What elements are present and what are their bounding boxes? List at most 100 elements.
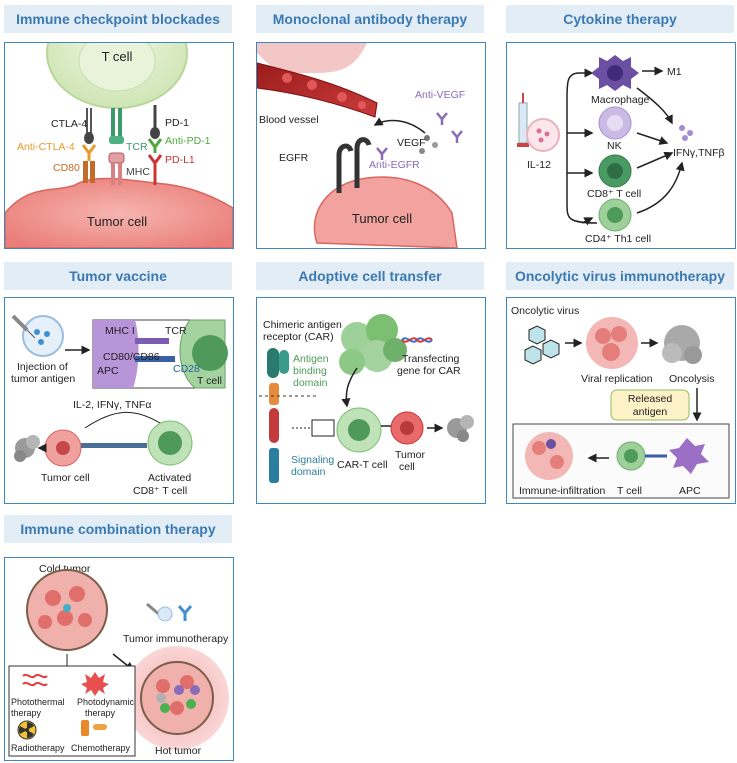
bracket-branch [566, 72, 598, 224]
anti-pd1-antibody [147, 138, 163, 153]
label-sig-2: domain [291, 466, 326, 478]
arrow-to-ifn [636, 87, 673, 125]
photodynamic-icon [81, 672, 109, 696]
label-chemo: Chemotherapy [71, 743, 131, 753]
il12-dot [544, 131, 550, 137]
label-anti-egfr: Anti-EGFR [369, 159, 420, 171]
syringe-icon [517, 93, 529, 147]
label-immuno: Tumor immunotherapy [123, 633, 229, 645]
vegf-molecules [419, 135, 438, 154]
antibody-icon [177, 605, 193, 621]
title-combination: Immune combination therapy [4, 515, 232, 543]
label-hot: Hot tumor [155, 745, 202, 757]
cold-tumor [26, 569, 108, 651]
car-zoom-box [311, 419, 335, 437]
il12-dot [538, 137, 544, 143]
label-anti-pd1: Anti-PD-1 [165, 135, 211, 147]
t-cell-nucleus [78, 43, 156, 92]
label-car-1: Chimeric antigen [263, 319, 342, 331]
mhc1-tcr-bond [135, 338, 169, 344]
syringe-icon [11, 314, 36, 339]
arrow-to-ifn [636, 161, 685, 214]
label-ifn: IFNγ,TNFβ [673, 147, 725, 159]
label-egfr: EGFR [279, 152, 309, 164]
title-cytokine: Cytokine therapy [506, 5, 734, 33]
label-trans-2: gene for CAR [397, 365, 461, 377]
panel-cytokine: IL-12 M1 Macrophage NK CD8⁺ T cell CD4⁺ … [506, 42, 736, 249]
label-infiltration: Immune-infiltration [519, 485, 606, 497]
car-construct [267, 348, 289, 483]
ctla4-receptor [84, 108, 94, 144]
label-cd80: CD80 [53, 162, 80, 174]
pdl1-ligand [147, 154, 163, 185]
adoptive-cell-diagram: Chimeric antigen receptor (CAR) Antigen … [259, 314, 474, 483]
tissue-bg [257, 43, 367, 73]
red-blood-cell [282, 73, 292, 83]
label-released-1: Released [628, 393, 673, 405]
label-m1: M1 [667, 66, 682, 78]
label-nk: NK [607, 140, 622, 152]
infected-tumor [586, 317, 638, 369]
cell-debris [447, 415, 474, 442]
title-tumor-vaccine: Tumor vaccine [4, 262, 232, 290]
label-abd-1: Antigen [293, 353, 329, 365]
arrow-cd4 [581, 217, 594, 226]
label-tcell: T cell [197, 375, 222, 387]
panel-tumor-vaccine: Injection of tumor antigen MHC I TCR APC… [4, 297, 234, 504]
tcr-receptor [109, 108, 124, 144]
label-photothermal-2: therapy [11, 708, 42, 718]
label-apc: APC [679, 485, 701, 497]
red-blood-cell [307, 80, 317, 90]
cd80-cd28-bond [135, 356, 175, 362]
label-photodynamic-1: Photodynamic [77, 697, 135, 707]
anti-ctla4-antibody [81, 144, 97, 161]
t-cell-nucleus [624, 449, 638, 463]
title-immune-checkpoint: Immune checkpoint blockades [4, 5, 232, 33]
virus-icons [524, 325, 560, 365]
cytokine-dot [687, 130, 693, 136]
oncolysis-debris [662, 325, 702, 364]
cytokine-dot [682, 135, 688, 141]
cd80-ligand [83, 161, 95, 183]
vegf-arrow [373, 117, 426, 134]
hot-tumor [140, 661, 214, 735]
panel-combination: Cold tumor Tumor immunotherapy Hot tumor… [4, 557, 234, 761]
monoclonal-diagram: Blood vessel Anti-VEGF VEGF Anti-EGFR EG… [257, 43, 465, 248]
label-activated: Activated [148, 472, 191, 484]
mhc-molecule [108, 152, 125, 185]
label-tumor-cell: Tumor cell [41, 472, 90, 484]
tcell-tumor-bond [81, 443, 147, 448]
title-adoptive-cell: Adoptive cell transfer [256, 262, 484, 290]
title-monoclonal-antibody: Monoclonal antibody therapy [256, 5, 484, 33]
label-trans-1: Transfecting [402, 353, 460, 365]
tumor-cell-body [313, 176, 458, 248]
label-tcr: TCR [165, 325, 187, 337]
label-mhc1: MHC I [105, 325, 135, 337]
antigen-dot [38, 339, 44, 345]
label-radio: Radiotherapy [11, 743, 65, 753]
combination-box [8, 665, 136, 757]
apc-cell [669, 438, 709, 474]
label-anti-vegf: Anti-VEGF [415, 89, 465, 101]
label-virus: Oncolytic virus [511, 305, 579, 317]
arrow-transfect [341, 367, 358, 408]
label-abd-2: binding [293, 365, 327, 377]
arrow-to-ifn [636, 132, 669, 145]
macrophage-cell [591, 55, 639, 91]
radiation-icon [17, 720, 37, 740]
label-sig-1: Signaling [291, 454, 334, 466]
panel-monoclonal-antibody: Blood vessel Anti-VEGF VEGF Anti-EGFR EG… [256, 42, 486, 249]
label-tcr: TCR [126, 141, 148, 153]
syringe-icon [146, 602, 173, 622]
label-abd-3: domain [293, 377, 328, 389]
t-cell-nucleus [192, 335, 228, 371]
panel-adoptive-cell: Chimeric antigen receptor (CAR) Antigen … [256, 297, 486, 504]
egfr-receptor [336, 137, 372, 193]
anti-vegf-antibodies [436, 112, 463, 143]
label-pdl1: PD-L1 [165, 154, 195, 166]
label-ctla4: CTLA-4 [51, 118, 87, 130]
label-anti-ctla4: Anti-CTLA-4 [17, 141, 75, 153]
label-photodynamic-2: therapy [85, 708, 116, 718]
label-cd28: CD28 [173, 363, 200, 375]
antigen-vial [22, 315, 64, 357]
